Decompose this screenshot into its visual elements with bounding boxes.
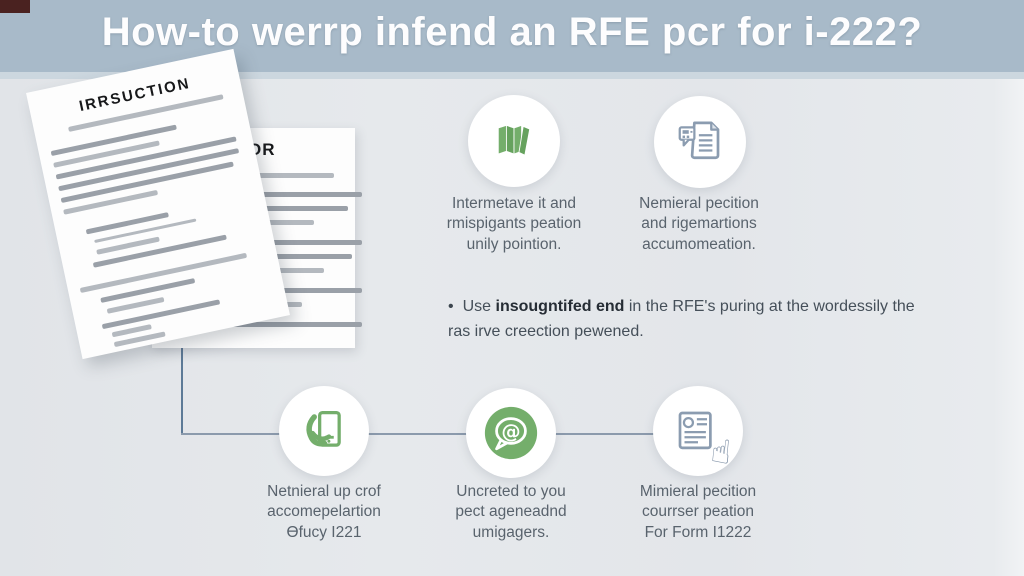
step-circle-prepare	[279, 386, 369, 476]
connector-horizontal-line	[181, 433, 657, 435]
step-caption-contact: Uncreted to you pect ageneadnd umigagers…	[455, 483, 567, 541]
document-front: IRRSUCTION	[26, 48, 290, 360]
corner-artifact	[0, 0, 30, 13]
page-title: How-to werrp infend an RFE pcr for i-222…	[101, 10, 923, 54]
note-prefix: Use	[462, 298, 496, 315]
step-caption-submit: Mimieral pecition courrser peation For F…	[639, 483, 757, 541]
form-hand-icon	[678, 411, 712, 450]
note-bold: insougntifed end	[495, 298, 625, 315]
step-caption-prepare: Netnieral up crof accomepelartion Ɵfucy …	[267, 483, 381, 541]
svg-text:@: @	[501, 420, 520, 443]
step-caption-identify: Intermetave it and rmispigants peation u…	[446, 195, 582, 253]
at-chat-icon: @	[484, 406, 538, 460]
folded-map-icon	[497, 124, 531, 156]
document-chat-icon	[678, 121, 720, 160]
step-circle-review	[654, 96, 746, 188]
bullet-dot: •	[448, 298, 454, 315]
hand-cursor-icon: ☝	[708, 431, 733, 472]
step-circle-submit: ☝	[653, 386, 743, 476]
step-caption-review: Nemieral pecition and rigemartions accum…	[639, 195, 759, 253]
note-text: • Use insougntifed end in the RFE's purin…	[448, 295, 930, 345]
header-bottom-strip	[0, 72, 1024, 79]
step-circle-identify	[468, 95, 560, 187]
hand-tablet-icon	[306, 410, 341, 447]
note-suffix: in the RFE's puring at the wordessily th…	[448, 298, 915, 340]
connector-vertical-line	[181, 347, 183, 435]
header-band	[0, 0, 1024, 72]
step-circle-contact: @	[466, 388, 556, 478]
